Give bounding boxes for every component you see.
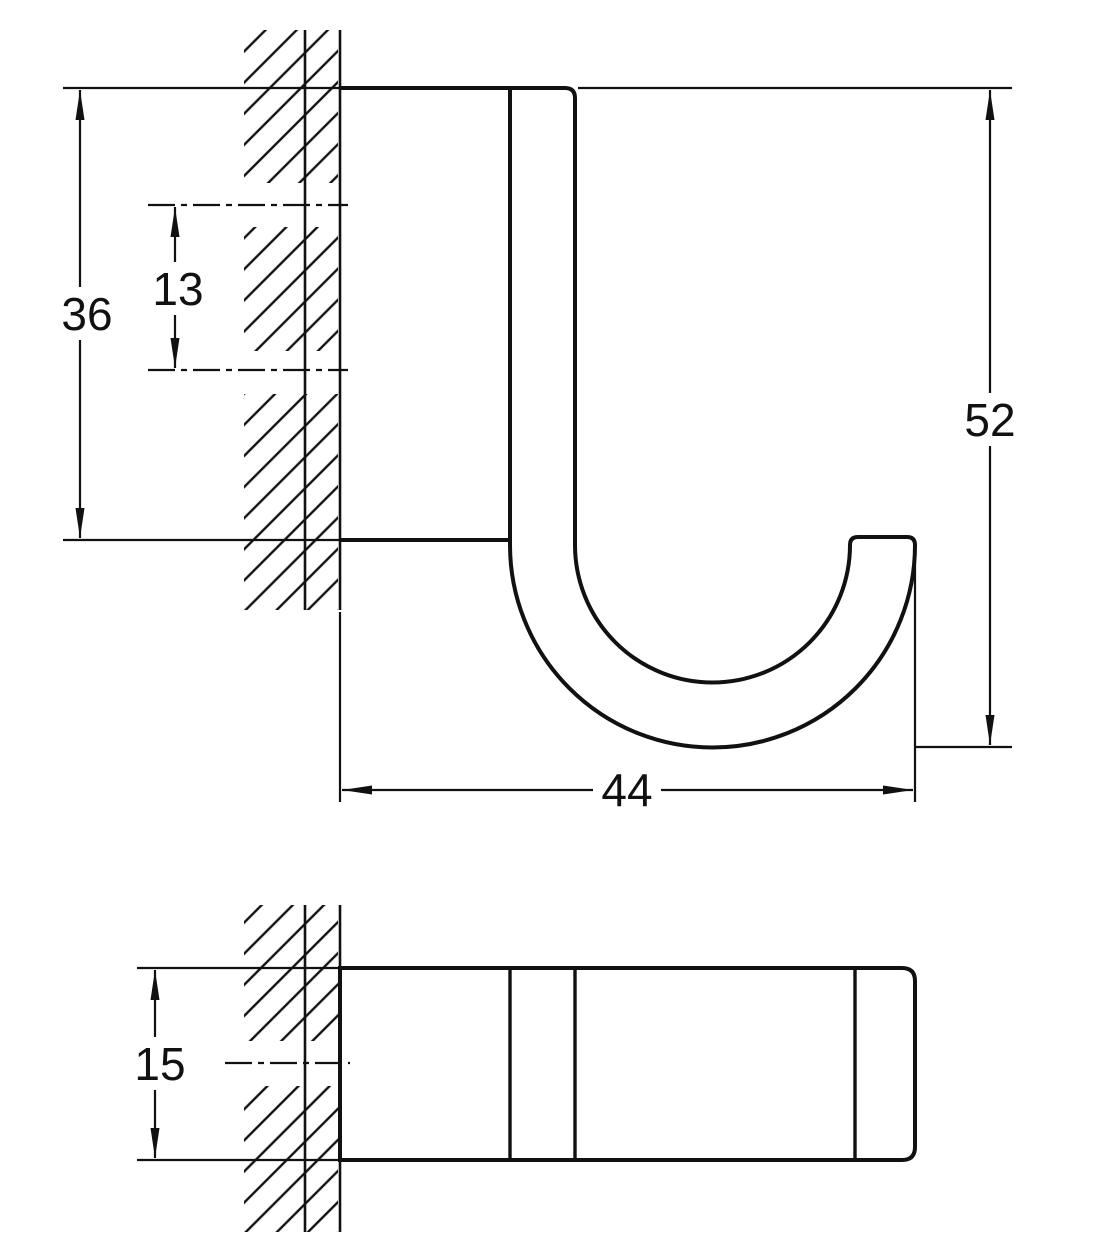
dim-overall-height: 52 [578,86,1024,749]
hook-plan-body [338,966,917,1162]
dim-body-width: 15 [126,966,340,1162]
dim-hole-spacing: 13 [144,207,212,368]
dimension-label: 36 [61,288,112,340]
dimension-label-bg [956,393,1024,446]
side-view: 36 13 52 44 [53,30,1024,816]
dimension-label-bg [593,763,661,816]
dim-plate-height: 36 [53,86,340,542]
wall-hatch-band [244,30,338,183]
dimension-label: 15 [134,1038,185,1090]
dimension-label-bg [126,1037,194,1090]
hook-profile-path [340,86,918,750]
wall-section-side [244,30,342,610]
wall-section-plan [244,905,342,1232]
wall-hatch-band [244,905,338,1041]
hook-side-outline [340,86,918,750]
dimension-label-bg [144,262,212,315]
dimension-label-bg [53,287,121,340]
dim-projection: 44 [338,554,917,816]
mounting-hole-centerlines [148,203,348,372]
wall-hatch-band [244,227,338,351]
dimension-label: 13 [152,263,203,315]
wall-hatch-band [244,394,338,610]
plan-view: 15 [126,905,917,1232]
dimension-label: 52 [964,394,1015,446]
hook-plan-outline [338,966,917,1162]
dimension-label: 44 [601,764,652,816]
